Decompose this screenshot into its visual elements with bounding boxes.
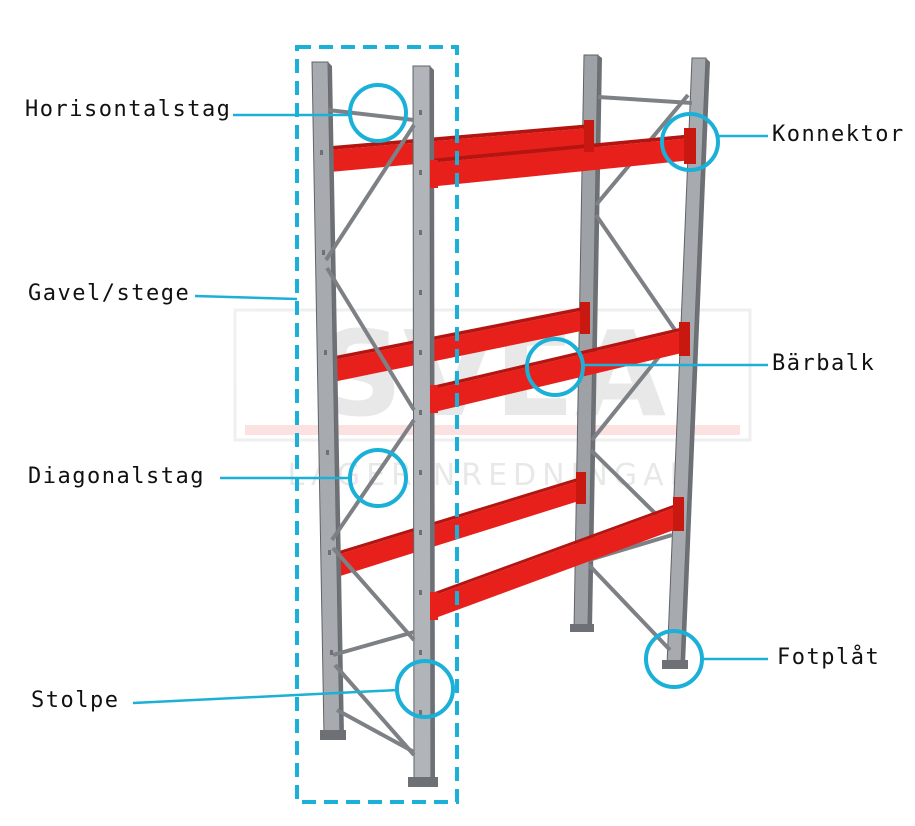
circle-konnektor	[660, 112, 720, 172]
beams	[330, 120, 696, 620]
beam-2-front	[430, 330, 686, 413]
connector-mid	[679, 322, 690, 356]
front-frame-bracing	[324, 108, 416, 757]
beam-2-back-edge	[333, 306, 588, 360]
beam-top-front	[428, 138, 692, 187]
beam-3-front-edge	[430, 501, 684, 597]
beam-2-back	[333, 310, 586, 382]
label-stolpe: Stolpe	[31, 688, 120, 713]
back-right-upright-side	[681, 58, 710, 665]
watermark-stripe	[245, 425, 740, 435]
front-right-foot	[408, 777, 438, 787]
connector-back-mid	[580, 302, 590, 334]
connector-low	[673, 497, 684, 531]
beam-3-back-edge	[337, 476, 584, 555]
beam-end-top	[430, 160, 438, 188]
back-left-foot	[570, 624, 594, 632]
beam-end-low	[430, 592, 438, 620]
label-konnektor: Konnektor	[772, 122, 905, 147]
circle-fotplat	[644, 629, 704, 689]
front-frame	[311, 61, 438, 787]
connector-top	[684, 128, 696, 164]
beam-front-ends	[430, 160, 438, 620]
circle-horisontalstag	[348, 83, 408, 143]
gavel-highlight-box	[295, 45, 459, 804]
connector-back-top	[584, 120, 594, 152]
leader-stolpe	[132, 688, 399, 705]
beam-top-front-edge	[428, 134, 694, 163]
beam-end-mid	[430, 385, 438, 413]
front-left-upright-side	[328, 62, 344, 735]
circle-stolpe	[395, 659, 455, 719]
callout-lines	[132, 113, 768, 705]
label-barbalk: Bärbalk	[772, 351, 876, 376]
callout-circles	[348, 83, 720, 719]
beam-3-back	[337, 480, 582, 577]
front-left-foot	[320, 730, 346, 740]
back-left-upright-side	[588, 55, 602, 630]
beam-3-front	[430, 505, 682, 620]
connector-back-low	[576, 472, 586, 504]
circle-barbalk	[525, 337, 585, 397]
watermark-frame	[233, 308, 752, 442]
beam-top-back-edge	[330, 124, 592, 150]
beam-2-front-edge	[430, 326, 688, 390]
label-horisontalstag: Horisontalstag	[25, 97, 232, 122]
back-right-foot	[662, 660, 688, 669]
upright-holes	[320, 110, 422, 715]
beam-top-back	[330, 128, 590, 172]
label-gavel-stege: Gavel/stege	[28, 281, 191, 306]
circle-diagonalstag	[348, 448, 408, 508]
leader-gavel	[194, 294, 298, 301]
label-fotplat: Fotplåt	[777, 645, 881, 670]
label-diagonalstag: Diagonalstag	[28, 464, 205, 489]
